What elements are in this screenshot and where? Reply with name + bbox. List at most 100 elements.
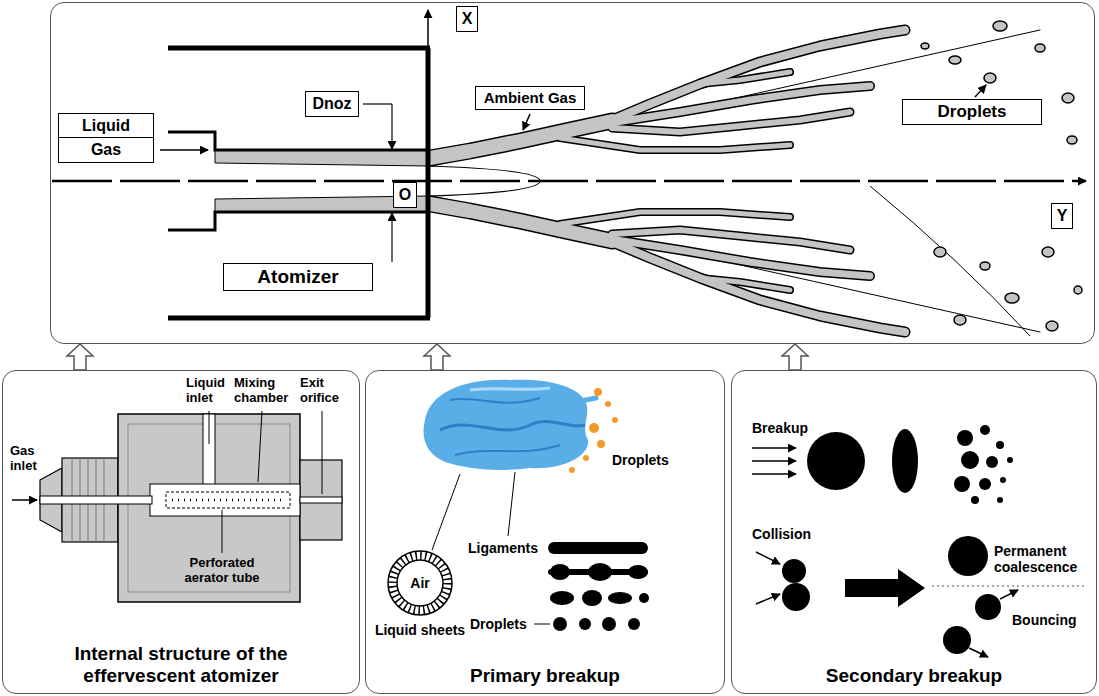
atomizer-section — [300, 497, 342, 503]
atomizer-section — [209, 411, 322, 553]
droplet — [921, 21, 1082, 331]
box-text: Ambient Gas — [484, 89, 577, 107]
pointer-arrow — [160, 85, 986, 150]
ligament-sequence — [553, 617, 567, 631]
panel-caption: Secondary breakup — [826, 665, 1002, 687]
breakup-sketch — [986, 456, 998, 468]
ligament-sequence — [588, 563, 612, 581]
droplet — [980, 262, 990, 270]
part-label: Droplets — [612, 452, 669, 468]
box-text: Y — [1057, 206, 1068, 225]
spray-envelope — [870, 186, 1030, 336]
part-label: Liquid inlet — [186, 376, 232, 406]
box-text: Dnoz — [312, 94, 351, 113]
breakup-sketch — [961, 451, 979, 469]
ligament-sequence — [582, 590, 602, 606]
breakup-sketch — [752, 448, 796, 474]
label-box: X — [456, 6, 479, 31]
pointer-arrow — [160, 149, 208, 151]
dimension-line — [363, 103, 392, 104]
box-text: Atomizer — [234, 266, 362, 289]
box-text: Liquid — [65, 116, 147, 135]
spray-plume — [605, 30, 905, 123]
y-axis — [52, 180, 1086, 183]
ligament-sequence — [602, 617, 616, 631]
dimension-line — [391, 213, 392, 262]
label-box: Y — [1051, 203, 1074, 228]
breakup-sketch — [752, 425, 1013, 504]
spray-plume — [560, 138, 790, 150]
atomizer-wall — [168, 316, 430, 321]
spray-plume — [430, 196, 1040, 332]
atomizer-section — [12, 499, 37, 501]
panel: X Ambient Gas Dnoz DropletsLiquidGasO Y Atomi… — [50, 2, 1095, 344]
breakup-sketch — [752, 473, 796, 475]
breakup-sketch — [1007, 457, 1013, 463]
atomizer-wall — [168, 212, 428, 230]
droplet — [993, 21, 1007, 31]
spray-render — [440, 421, 585, 430]
collision-sketch — [845, 569, 925, 607]
droplet — [934, 247, 946, 257]
ligament-sequence — [628, 618, 640, 630]
part-label: Air — [410, 575, 429, 591]
breakup-sketch — [996, 441, 1004, 449]
leader-line — [534, 624, 550, 625]
x-axis — [427, 10, 429, 48]
spray-render — [583, 455, 589, 461]
breakup-sketch — [957, 430, 973, 446]
ligament-sequence — [579, 618, 591, 630]
spray-render — [612, 417, 618, 423]
label-box: Liquid — [58, 113, 154, 138]
spray-render — [589, 423, 599, 433]
ligament-sequence — [628, 565, 648, 579]
part-label: Ligaments — [468, 540, 538, 556]
liquid-sheet-ring — [393, 556, 448, 611]
ligament-sequence — [548, 542, 648, 554]
droplet — [954, 315, 966, 325]
atomizer-wall — [168, 132, 428, 150]
spray-render — [424, 380, 618, 473]
liquid-sheet-ring — [397, 560, 443, 606]
droplet — [984, 73, 996, 83]
spray-render — [455, 445, 560, 455]
atomizer-wall — [168, 48, 430, 318]
breakup-sketch — [752, 460, 796, 462]
droplet — [949, 56, 961, 64]
box-text: O — [399, 185, 411, 204]
breakup-sketch — [954, 425, 1013, 504]
pointer-arrow — [523, 114, 530, 130]
spray-render — [450, 398, 540, 403]
spray-render — [424, 380, 589, 470]
box-text: Droplets — [911, 102, 1033, 122]
breakup-sketch — [954, 476, 970, 492]
ligament-sequence — [548, 542, 649, 631]
panel: Primary breakup — [365, 370, 725, 694]
spray-render — [605, 401, 611, 407]
breakup-sketch — [892, 429, 918, 493]
atomizer-wall — [168, 46, 430, 51]
breakup-sketch — [971, 496, 979, 504]
part-label: Mixing chamber — [234, 376, 296, 406]
box-text: X — [462, 9, 473, 28]
collision-sketch — [969, 648, 988, 657]
ligament-sequence — [608, 592, 632, 604]
droplet — [1074, 286, 1082, 294]
liquid-sheet-ring — [388, 551, 452, 615]
droplet — [1035, 44, 1045, 52]
droplet — [921, 43, 929, 49]
atomizer-wall — [426, 48, 431, 318]
droplet — [1046, 321, 1058, 331]
spray-render — [569, 388, 618, 473]
ligament-sequence — [639, 593, 649, 603]
leader-line — [432, 472, 550, 624]
breakup-sketch — [980, 425, 990, 435]
collision-sketch — [975, 594, 1001, 620]
ligament-sequence — [550, 591, 574, 605]
box-text: Gas — [65, 140, 147, 159]
breakup-sketch — [997, 497, 1003, 503]
part-label: Bouncing — [1012, 612, 1077, 628]
collision-sketch — [782, 583, 810, 611]
part-label: Permanent coalescence — [994, 543, 1089, 575]
spray-render — [594, 388, 602, 396]
